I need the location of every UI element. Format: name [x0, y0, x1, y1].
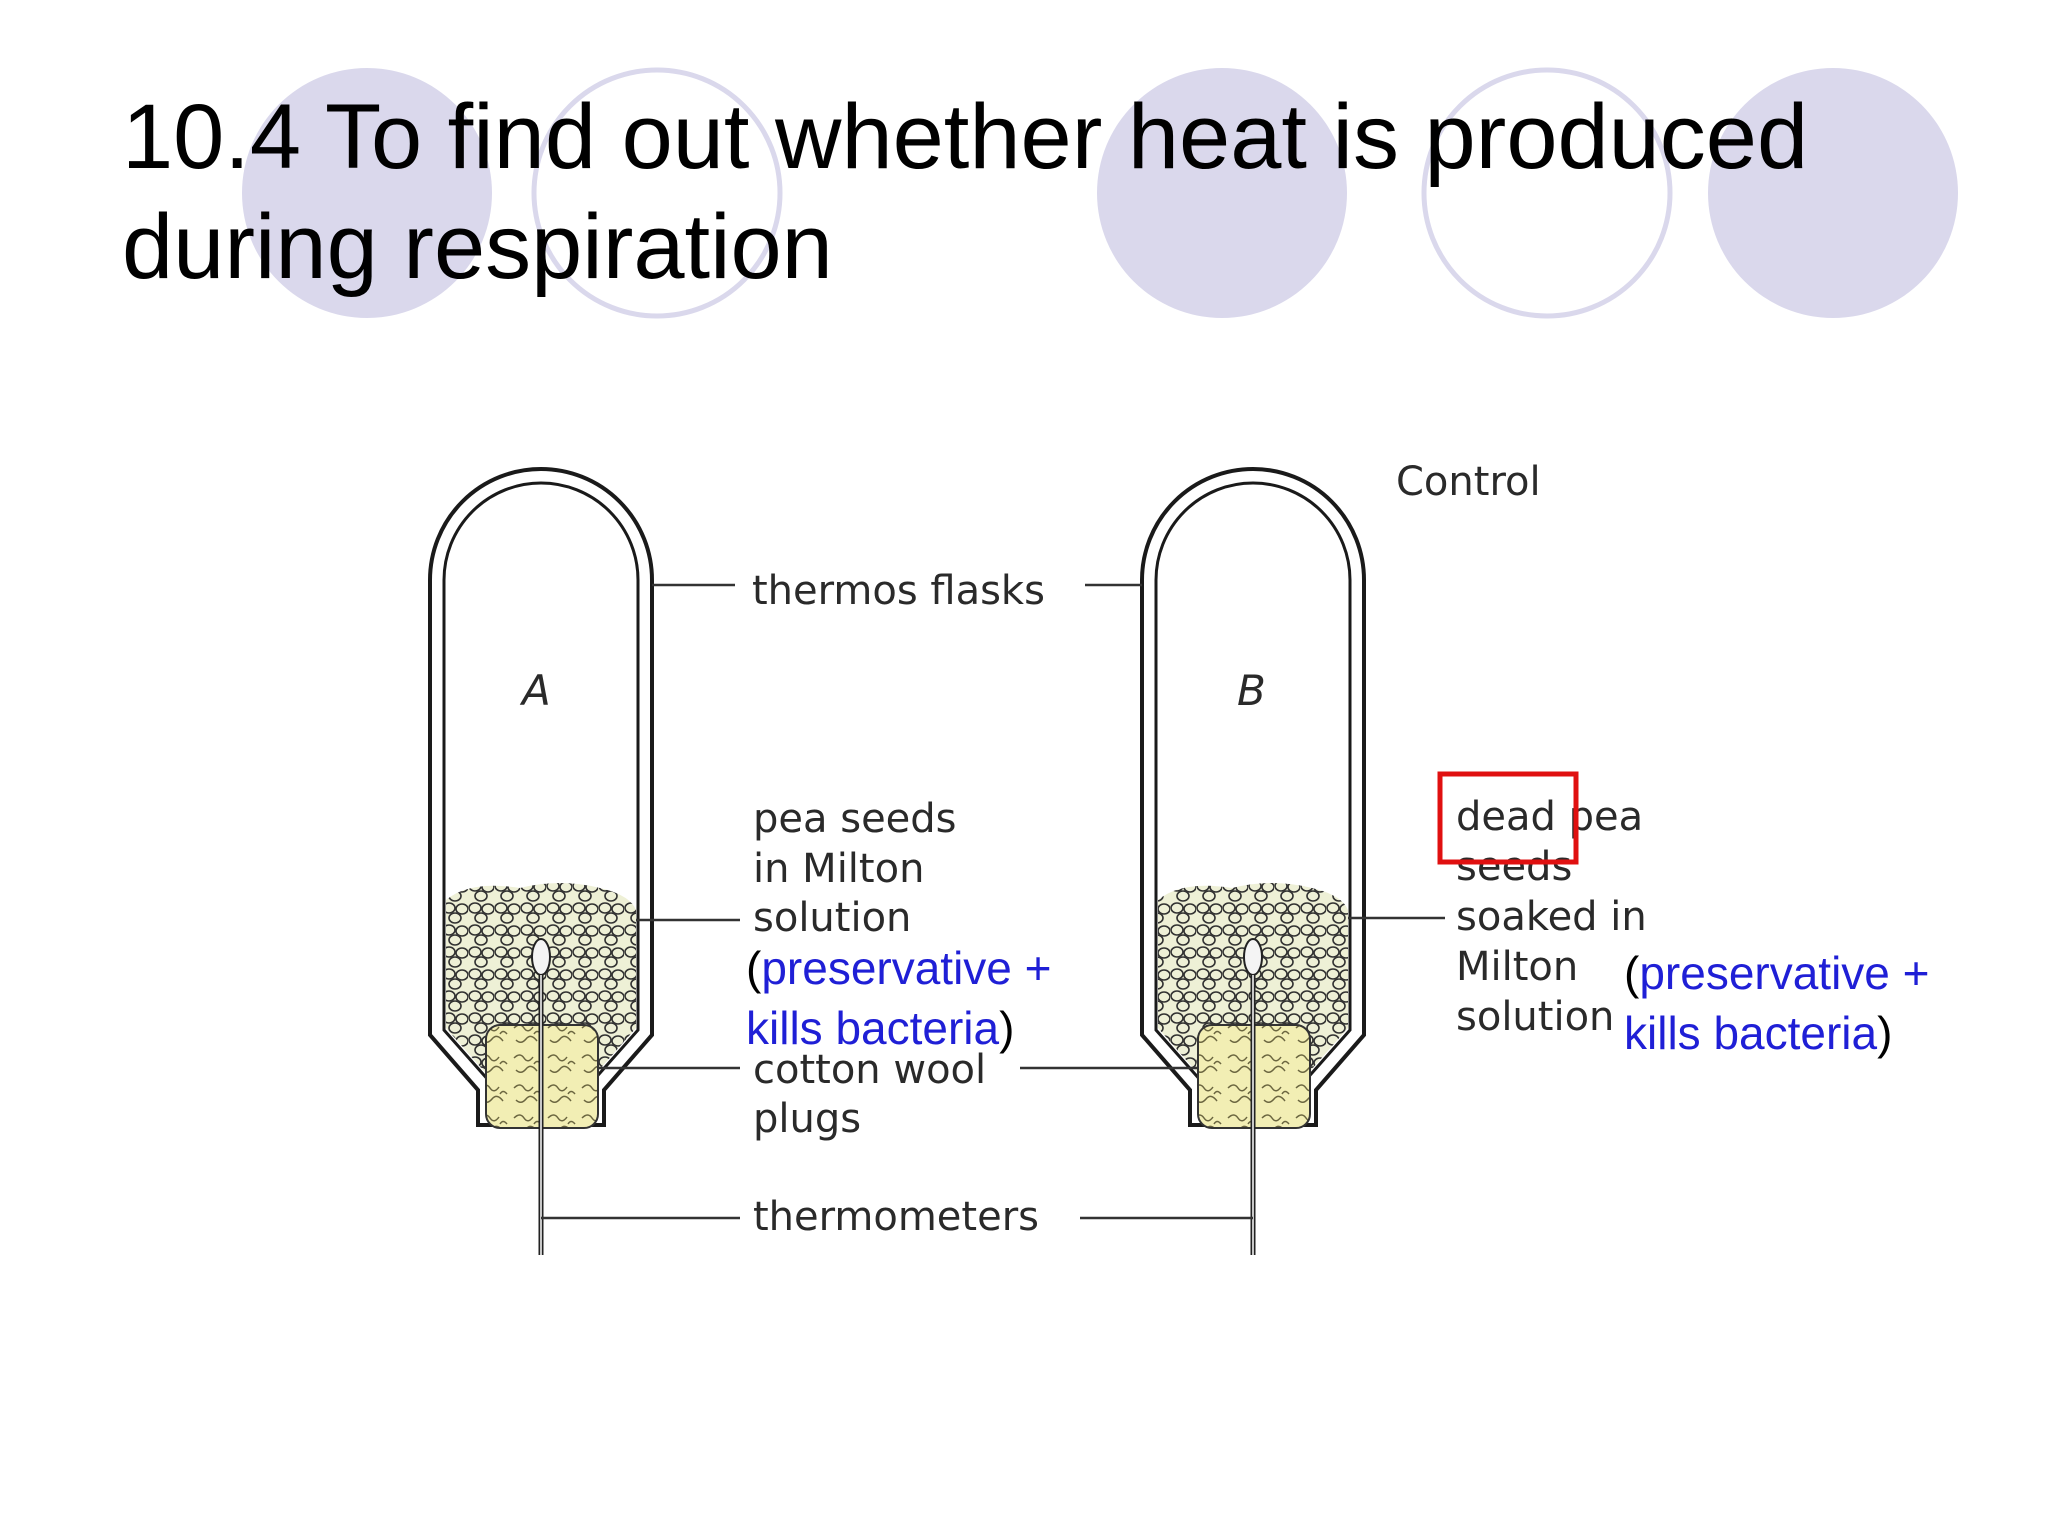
decor-circle-filled: [1097, 68, 1347, 318]
control-label: Control: [1396, 459, 1541, 505]
annotation-b-line-1: (preservative +: [1624, 947, 1930, 999]
decor-circle-outline: [1421, 67, 1673, 319]
pea-seeds-label-line-1: pea seeds: [753, 796, 957, 842]
slide-title: 10.4 To find out whether heat is produce…: [122, 82, 2002, 302]
decor-circle-filled: [242, 68, 492, 318]
annotation-b: (preservative + kills bacteria): [1624, 943, 1930, 1063]
title-line-2: during respiration: [122, 196, 833, 298]
annotation-a-line-2: kills bacteria): [746, 1002, 1015, 1054]
flask-a-thermometer-bulb: [531, 938, 551, 976]
thermos-label: thermos flasks: [752, 568, 1045, 614]
flask-a-letter: A: [519, 666, 551, 715]
pea-seeds-label-line-2: in Milton: [753, 846, 924, 892]
cotton-label-line-1: cotton wool: [753, 1047, 986, 1093]
annotation-a: (preservative + kills bacteria): [746, 938, 1052, 1058]
decor-circle-outline: [531, 67, 783, 319]
dead-highlight-box: [1437, 771, 1579, 865]
flask-b: [1140, 467, 1366, 1255]
thermometers-label: thermometers: [753, 1194, 1039, 1240]
annotation-a-line-1: (preservative +: [746, 942, 1052, 994]
cotton-label-line-2: plugs: [753, 1096, 861, 1142]
title-line-1: 10.4 To find out whether heat is produce…: [122, 86, 1809, 188]
annotation-b-line-2: kills bacteria): [1624, 1007, 1893, 1059]
flask-a-inner: [442, 481, 640, 1117]
dead-pea-label-line-3: soaked in: [1456, 894, 1647, 940]
pea-seeds-label-line-3: solution: [753, 895, 911, 941]
leader-lines: [541, 583, 1445, 1220]
decor-circle-filled: [1708, 68, 1958, 318]
dead-pea-label-line-1: dead pea: [1456, 794, 1643, 840]
dead-pea-label-line-4: Milton: [1456, 944, 1578, 990]
flask-b-inner: [1154, 481, 1352, 1117]
dead-pea-label-line-5: solution: [1456, 994, 1614, 1040]
flask-b-letter: B: [1237, 666, 1266, 715]
flask-a: [428, 467, 654, 1255]
dead-pea-label-line-2: seeds: [1456, 844, 1572, 890]
flask-b-thermometer-bulb: [1243, 938, 1263, 976]
